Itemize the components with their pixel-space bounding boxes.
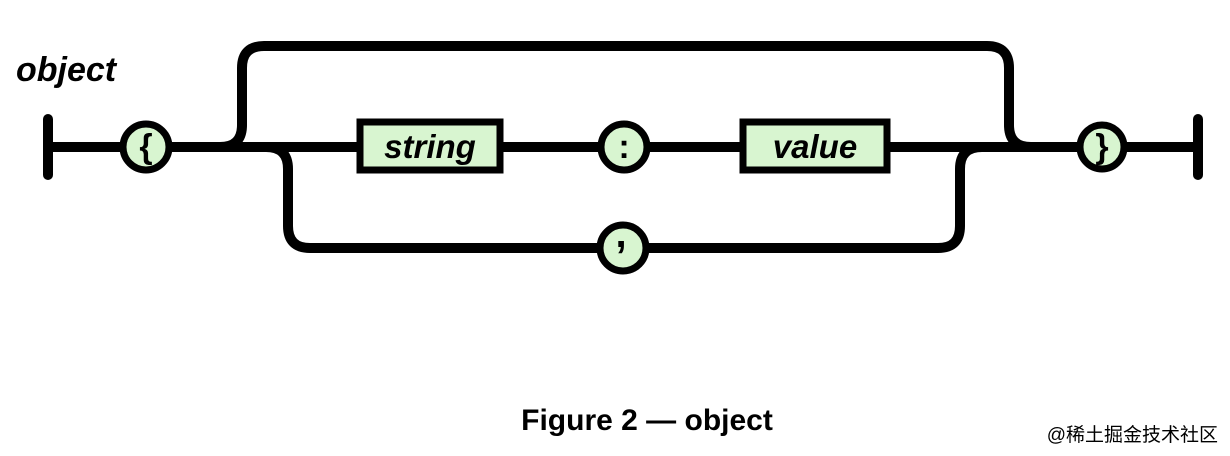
value-label: value xyxy=(773,128,857,165)
string-label: string xyxy=(384,128,476,165)
colon-label: : xyxy=(618,128,629,166)
figure-caption: Figure 2 — object xyxy=(521,404,773,437)
comma-node xyxy=(596,221,650,275)
close-brace-label: } xyxy=(1095,128,1108,166)
node-labels: { string : value , } xyxy=(139,128,1108,256)
string-node xyxy=(356,118,504,174)
rule-name-label: object xyxy=(16,51,118,89)
bypass-rail xyxy=(219,41,1032,152)
comma-label: , xyxy=(615,212,626,256)
close-brace-node xyxy=(1076,121,1128,173)
watermark-text: @稀土掘金技术社区 xyxy=(1047,424,1218,446)
value-node xyxy=(739,118,891,174)
open-brace-label: { xyxy=(139,128,152,166)
nodes xyxy=(119,118,1128,275)
colon-node xyxy=(597,120,651,174)
open-brace-node xyxy=(119,120,173,174)
